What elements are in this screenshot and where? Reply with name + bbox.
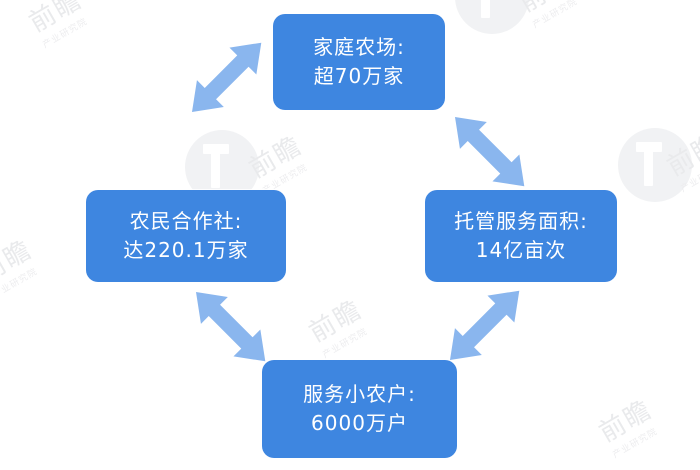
- node-trusteeship-service-area-line1: 托管服务面积:: [454, 209, 588, 233]
- node-trusteeship-service-area-line2: 14亿亩次: [475, 238, 567, 262]
- connector-cooperative-to-family-farm: [192, 42, 262, 112]
- node-family-farm[interactable]: 家庭农场: 超70万家: [273, 14, 445, 110]
- connector-small-farmer-to-trusteeship: [450, 290, 520, 360]
- node-farmer-cooperative-line1: 农民合作社:: [129, 209, 243, 233]
- node-trusteeship-service-area[interactable]: 托管服务面积: 14亿亩次: [425, 190, 617, 282]
- node-small-farmer-service-line2: 6000万户: [311, 411, 408, 435]
- connector-family-farm-to-trusteeship: [455, 117, 525, 187]
- node-small-farmer-service-line1: 服务小农户:: [303, 382, 416, 406]
- node-farmer-cooperative-line2: 达220.1万家: [123, 238, 249, 262]
- node-family-farm-line1: 家庭农场:: [313, 35, 405, 59]
- node-small-farmer-service[interactable]: 服务小农户: 6000万户: [262, 360, 457, 458]
- node-family-farm-line2: 超70万家: [313, 64, 405, 88]
- connector-cooperative-to-small-farmer: [196, 292, 266, 362]
- node-farmer-cooperative[interactable]: 农民合作社: 达220.1万家: [86, 190, 286, 282]
